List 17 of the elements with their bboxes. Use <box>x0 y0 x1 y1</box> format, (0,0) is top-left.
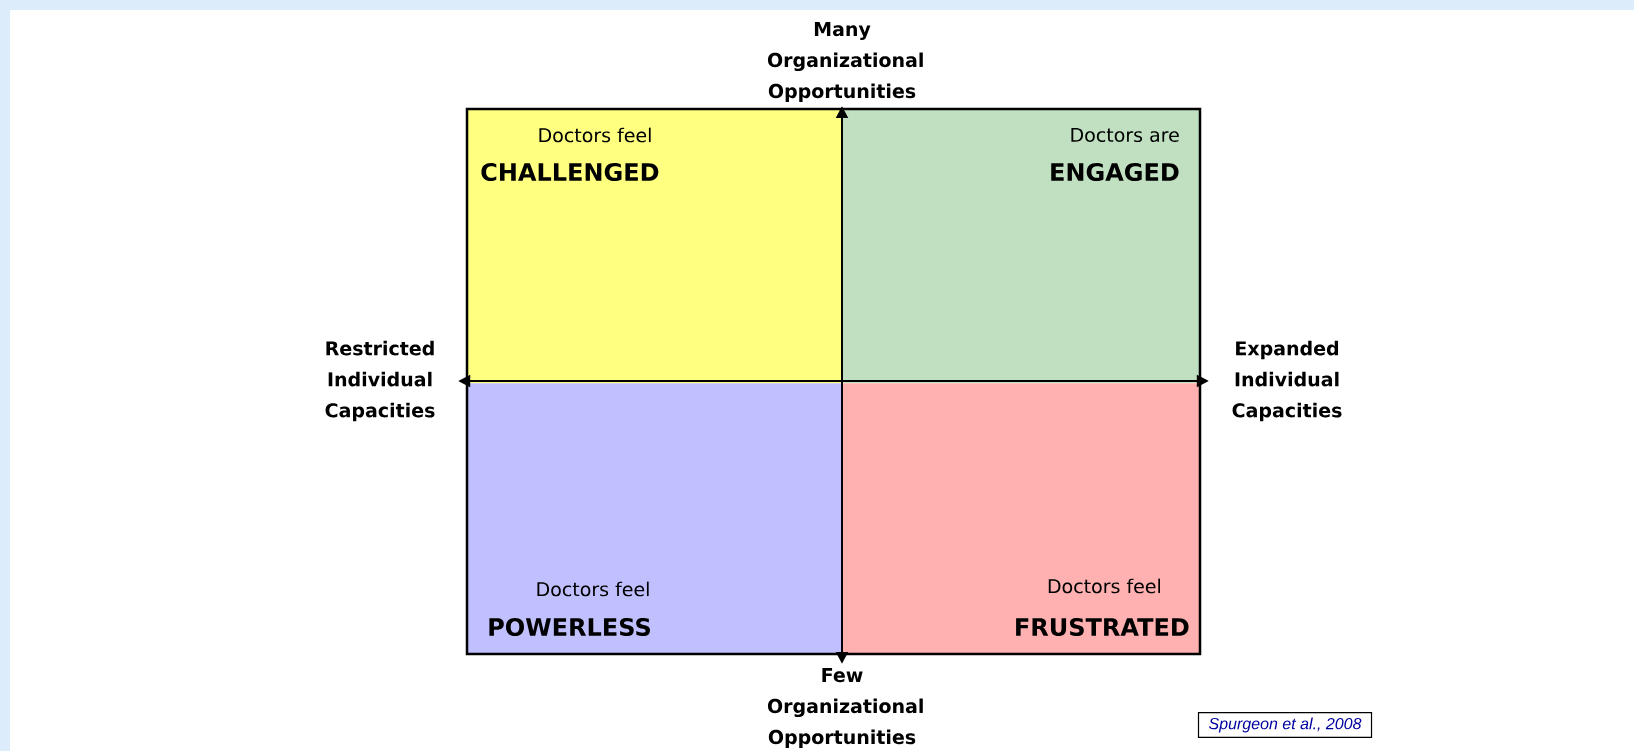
quadrant-title: CHALLENGED <box>481 162 659 182</box>
citation-box: Spurgeon et al., 2008 <box>1197 711 1373 739</box>
axis-label: Many Organizational Opportunities <box>767 22 923 102</box>
quadrant <box>842 383 1201 655</box>
quadrant-title: FRUSTRATED <box>1016 617 1189 637</box>
quadrant-caption: Doctors feel <box>537 581 649 597</box>
axis-label: Restricted Individual Capacities <box>325 340 435 422</box>
quadrant-title: POWERLESS <box>489 617 650 637</box>
quadrant <box>467 383 843 655</box>
axis-label: Few Organizational Opportunities <box>767 668 923 748</box>
axis-label: Expanded Individual Capacities <box>1232 340 1342 422</box>
quadrant-caption: Doctors are <box>1071 127 1179 143</box>
quadrant <box>467 109 843 384</box>
quadrant-caption: Doctors feel <box>1048 578 1160 594</box>
quadrant-caption: Doctors feel <box>539 127 651 143</box>
quadrant-title: ENGAGED <box>1051 162 1179 182</box>
quadrant <box>842 109 1201 384</box>
